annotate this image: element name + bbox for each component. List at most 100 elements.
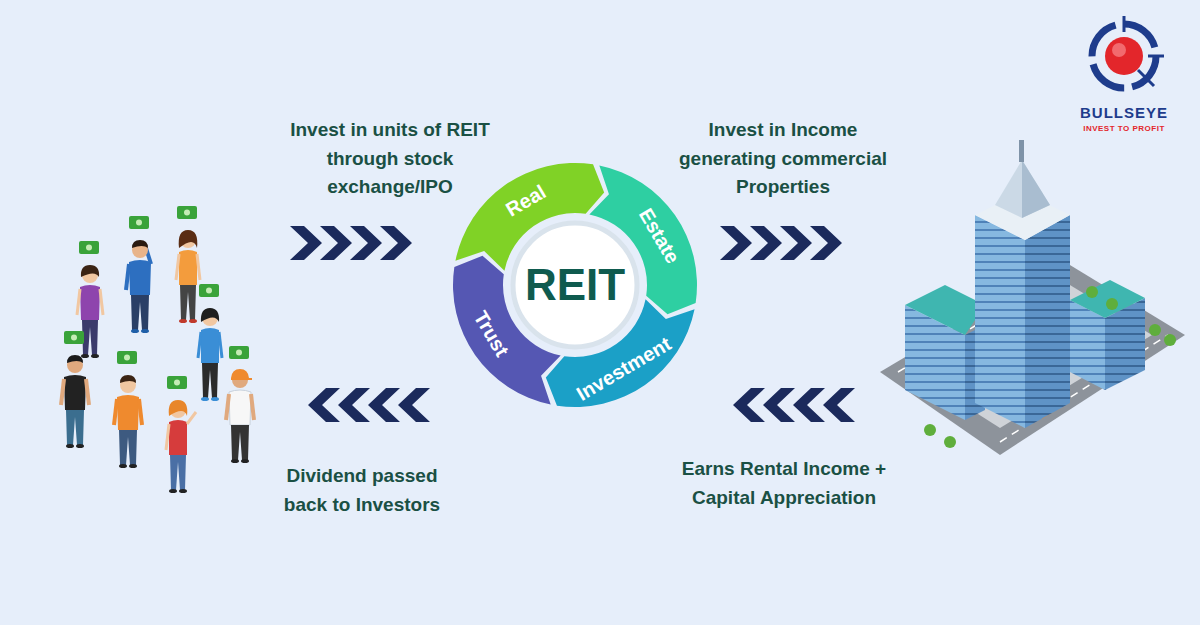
- investor-figure: [198, 284, 222, 401]
- investor-figure: [129, 260, 151, 295]
- logo-mark: [1148, 55, 1164, 58]
- investor-figure: [61, 331, 89, 448]
- investor-figure: [126, 264, 129, 290]
- investor-figure: [201, 397, 209, 401]
- commercial-building: [944, 436, 956, 448]
- investor-figure: [236, 350, 242, 356]
- investor-figure: [180, 285, 196, 320]
- investor-figure: [174, 380, 180, 386]
- commercial-building: [905, 285, 985, 335]
- investor-figure: [81, 265, 99, 277]
- investor-figure: [176, 206, 200, 323]
- commercial-building: [1164, 334, 1176, 346]
- investor-figure: [120, 375, 136, 383]
- chevron-arrow: [308, 388, 430, 422]
- investor-figure: [64, 331, 84, 344]
- investor-figure: [176, 254, 179, 280]
- investor-figure: [119, 464, 127, 468]
- investor-figure: [66, 444, 74, 448]
- commercial-building: [1086, 286, 1098, 298]
- center-label: REIT: [525, 260, 625, 310]
- investor-figure: [229, 390, 251, 425]
- investor-figure: [169, 400, 188, 416]
- investor-figure: [136, 220, 142, 226]
- investor-figure: [61, 206, 254, 493]
- investor-figure: [71, 335, 77, 341]
- investor-figure: [124, 355, 130, 361]
- investor-figure: [201, 308, 219, 322]
- wheel-segment: [589, 165, 697, 314]
- investor-figure: [226, 346, 254, 463]
- flow-label: Dividend passed back to Investors: [267, 462, 457, 519]
- investor-figure: [66, 410, 84, 445]
- investor-figure: [131, 329, 139, 333]
- investor-figure: [231, 459, 239, 463]
- wheel-segment: [453, 256, 561, 405]
- commercial-building: [1025, 215, 1070, 428]
- investor-figure: [100, 289, 103, 315]
- investor-figure: [231, 369, 252, 380]
- investor-figure: [169, 489, 177, 493]
- investor-figure: [86, 245, 92, 251]
- investor-figure: [61, 379, 64, 405]
- investor-figure: [184, 210, 190, 216]
- commercial-building: [924, 286, 1176, 448]
- brand-name: BULLSEYE: [1059, 104, 1189, 122]
- logo-mark: [1112, 43, 1126, 57]
- investor-figure: [231, 425, 249, 460]
- commercial-building: [1149, 324, 1161, 336]
- flow-label: Earns Rental Income + Capital Appreciati…: [669, 455, 899, 512]
- commercial-building: [1019, 140, 1024, 162]
- investor-figure: [226, 394, 229, 420]
- investor-figure: [91, 354, 99, 358]
- investor-figure: [80, 285, 100, 320]
- wheel-segment: [546, 299, 695, 407]
- investor-figure: [131, 295, 149, 330]
- commercial-building: [975, 215, 1025, 428]
- investor-figure: [202, 363, 218, 398]
- investor-figure: [141, 329, 149, 333]
- investor-figure: [251, 394, 254, 420]
- investor-figure: [81, 354, 89, 358]
- investor-figure: [241, 459, 249, 463]
- investor-figure: [201, 328, 219, 363]
- investor-figure: [179, 250, 197, 285]
- investor-figure: [129, 216, 149, 229]
- investor-figure: [129, 464, 137, 468]
- brand-tagline: INVEST TO PROFIT: [1059, 124, 1189, 134]
- logo-mark: [1092, 24, 1156, 88]
- investor-figure: [64, 375, 86, 410]
- flow-label: Invest in units of REIT through stock ex…: [275, 116, 505, 202]
- investor-figure: [119, 430, 137, 465]
- investor-figure: [198, 332, 201, 358]
- investor-figure: [117, 395, 139, 430]
- wheel-core: [513, 223, 637, 347]
- investor-figure: [229, 346, 249, 359]
- logo-mark: [1123, 16, 1126, 32]
- investor-figure: [199, 284, 219, 297]
- investor-figure: [126, 216, 151, 333]
- investor-figure: [197, 254, 200, 280]
- investor-figure: [82, 320, 98, 355]
- chevron-arrow: [733, 388, 855, 422]
- investor-figure: [76, 444, 84, 448]
- investor-figure: [79, 241, 99, 254]
- commercial-building: [1022, 160, 1050, 218]
- investor-figure: [211, 397, 219, 401]
- investor-figure: [189, 319, 197, 323]
- investor-figure: [187, 412, 196, 424]
- commercial-building: [1070, 280, 1145, 318]
- investor-figure: [139, 399, 142, 425]
- investor-figure: [117, 351, 137, 364]
- investor-figure: [166, 424, 169, 450]
- investor-figure: [132, 240, 148, 248]
- flow-label: Invest in Income generating commercial P…: [663, 116, 903, 202]
- wheel-segment: [455, 163, 604, 271]
- chevron-arrow: [720, 226, 842, 260]
- reit-wheel: REITRealEstateInvestmentTrust: [450, 160, 700, 410]
- chevron-arrow: [290, 226, 412, 260]
- investor-figure: [114, 399, 117, 425]
- investor-figure: [179, 489, 187, 493]
- commercial-building: [995, 160, 1050, 218]
